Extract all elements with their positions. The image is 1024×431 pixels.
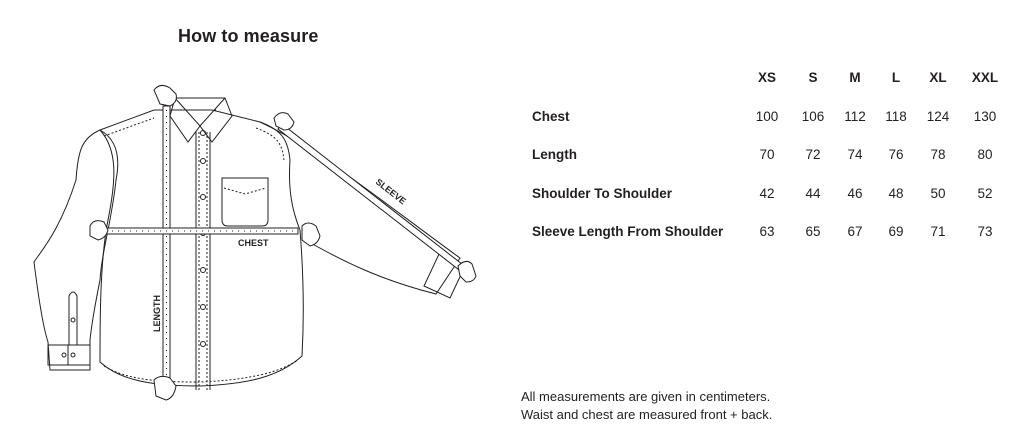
table-cell: 72	[805, 147, 821, 162]
sleeve-tape	[277, 123, 468, 274]
table-cell: 65	[805, 224, 821, 239]
table-cell: 50	[930, 186, 946, 201]
right-sleeve	[259, 121, 467, 299]
table-cell: 106	[801, 109, 825, 124]
size-header-xs: XS	[757, 70, 776, 85]
table-cell: 74	[847, 147, 863, 162]
note-line-2: Waist and chest are measured front + bac…	[521, 407, 773, 422]
left-sleeve	[33, 129, 119, 371]
table-cell: 42	[759, 186, 775, 201]
measurement-note: All measurements are given in centimeter…	[521, 388, 772, 424]
size-header-xxl: XXL	[971, 70, 999, 85]
table-cell: 130	[973, 109, 997, 124]
table-cell: 80	[977, 147, 993, 162]
table-cell: 44	[805, 186, 821, 201]
table-cell: 48	[888, 186, 904, 201]
size-header-l: L	[891, 70, 901, 85]
table-cell: 69	[888, 224, 904, 239]
size-header-s: S	[808, 70, 818, 85]
length-tape	[162, 105, 171, 393]
page-title: How to measure	[178, 26, 319, 46]
row-label: Shoulder To Shoulder	[532, 186, 672, 201]
shirt-measurement-diagram: SLEEVE CHEST LENGTH	[20, 80, 500, 420]
size-header-xl: XL	[929, 70, 947, 85]
table-row-length: Length 70 72 74 76 78 80	[520, 147, 1020, 171]
size-header-m: M	[849, 70, 861, 85]
table-cell: 63	[759, 224, 775, 239]
length-label: LENGTH	[152, 295, 162, 332]
table-cell: 118	[885, 109, 907, 124]
table-cell: 67	[847, 224, 863, 239]
table-cell: 52	[977, 186, 993, 201]
table-row-sleeve: Sleeve Length From Shoulder 63 65 67 69 …	[520, 224, 1020, 248]
table-cell: 71	[930, 224, 946, 239]
row-label: Length	[532, 147, 577, 162]
table-cell: 78	[930, 147, 946, 162]
shirt-body	[99, 97, 304, 390]
table-cell: 70	[759, 147, 775, 162]
table-cell: 124	[926, 109, 950, 124]
hand-icons	[89, 84, 477, 401]
table-cell: 73	[977, 224, 993, 239]
table-row-shoulder: Shoulder To Shoulder 42 44 46 48 50 52	[520, 186, 1020, 210]
table-cell: 100	[755, 109, 779, 124]
table-cell: 46	[847, 186, 863, 201]
table-cell: 76	[888, 147, 904, 162]
chest-tape	[101, 227, 299, 235]
chest-label: CHEST	[238, 238, 269, 248]
row-label: Sleeve Length From Shoulder	[532, 224, 724, 239]
table-row-chest: Chest 100 106 112 118 124 130	[520, 109, 1020, 133]
note-line-1: All measurements are given in centimeter…	[521, 389, 771, 404]
table-cell: 112	[844, 109, 866, 124]
row-label: Chest	[532, 109, 570, 124]
size-header-row: XS S M L XL XXL	[520, 70, 1020, 94]
